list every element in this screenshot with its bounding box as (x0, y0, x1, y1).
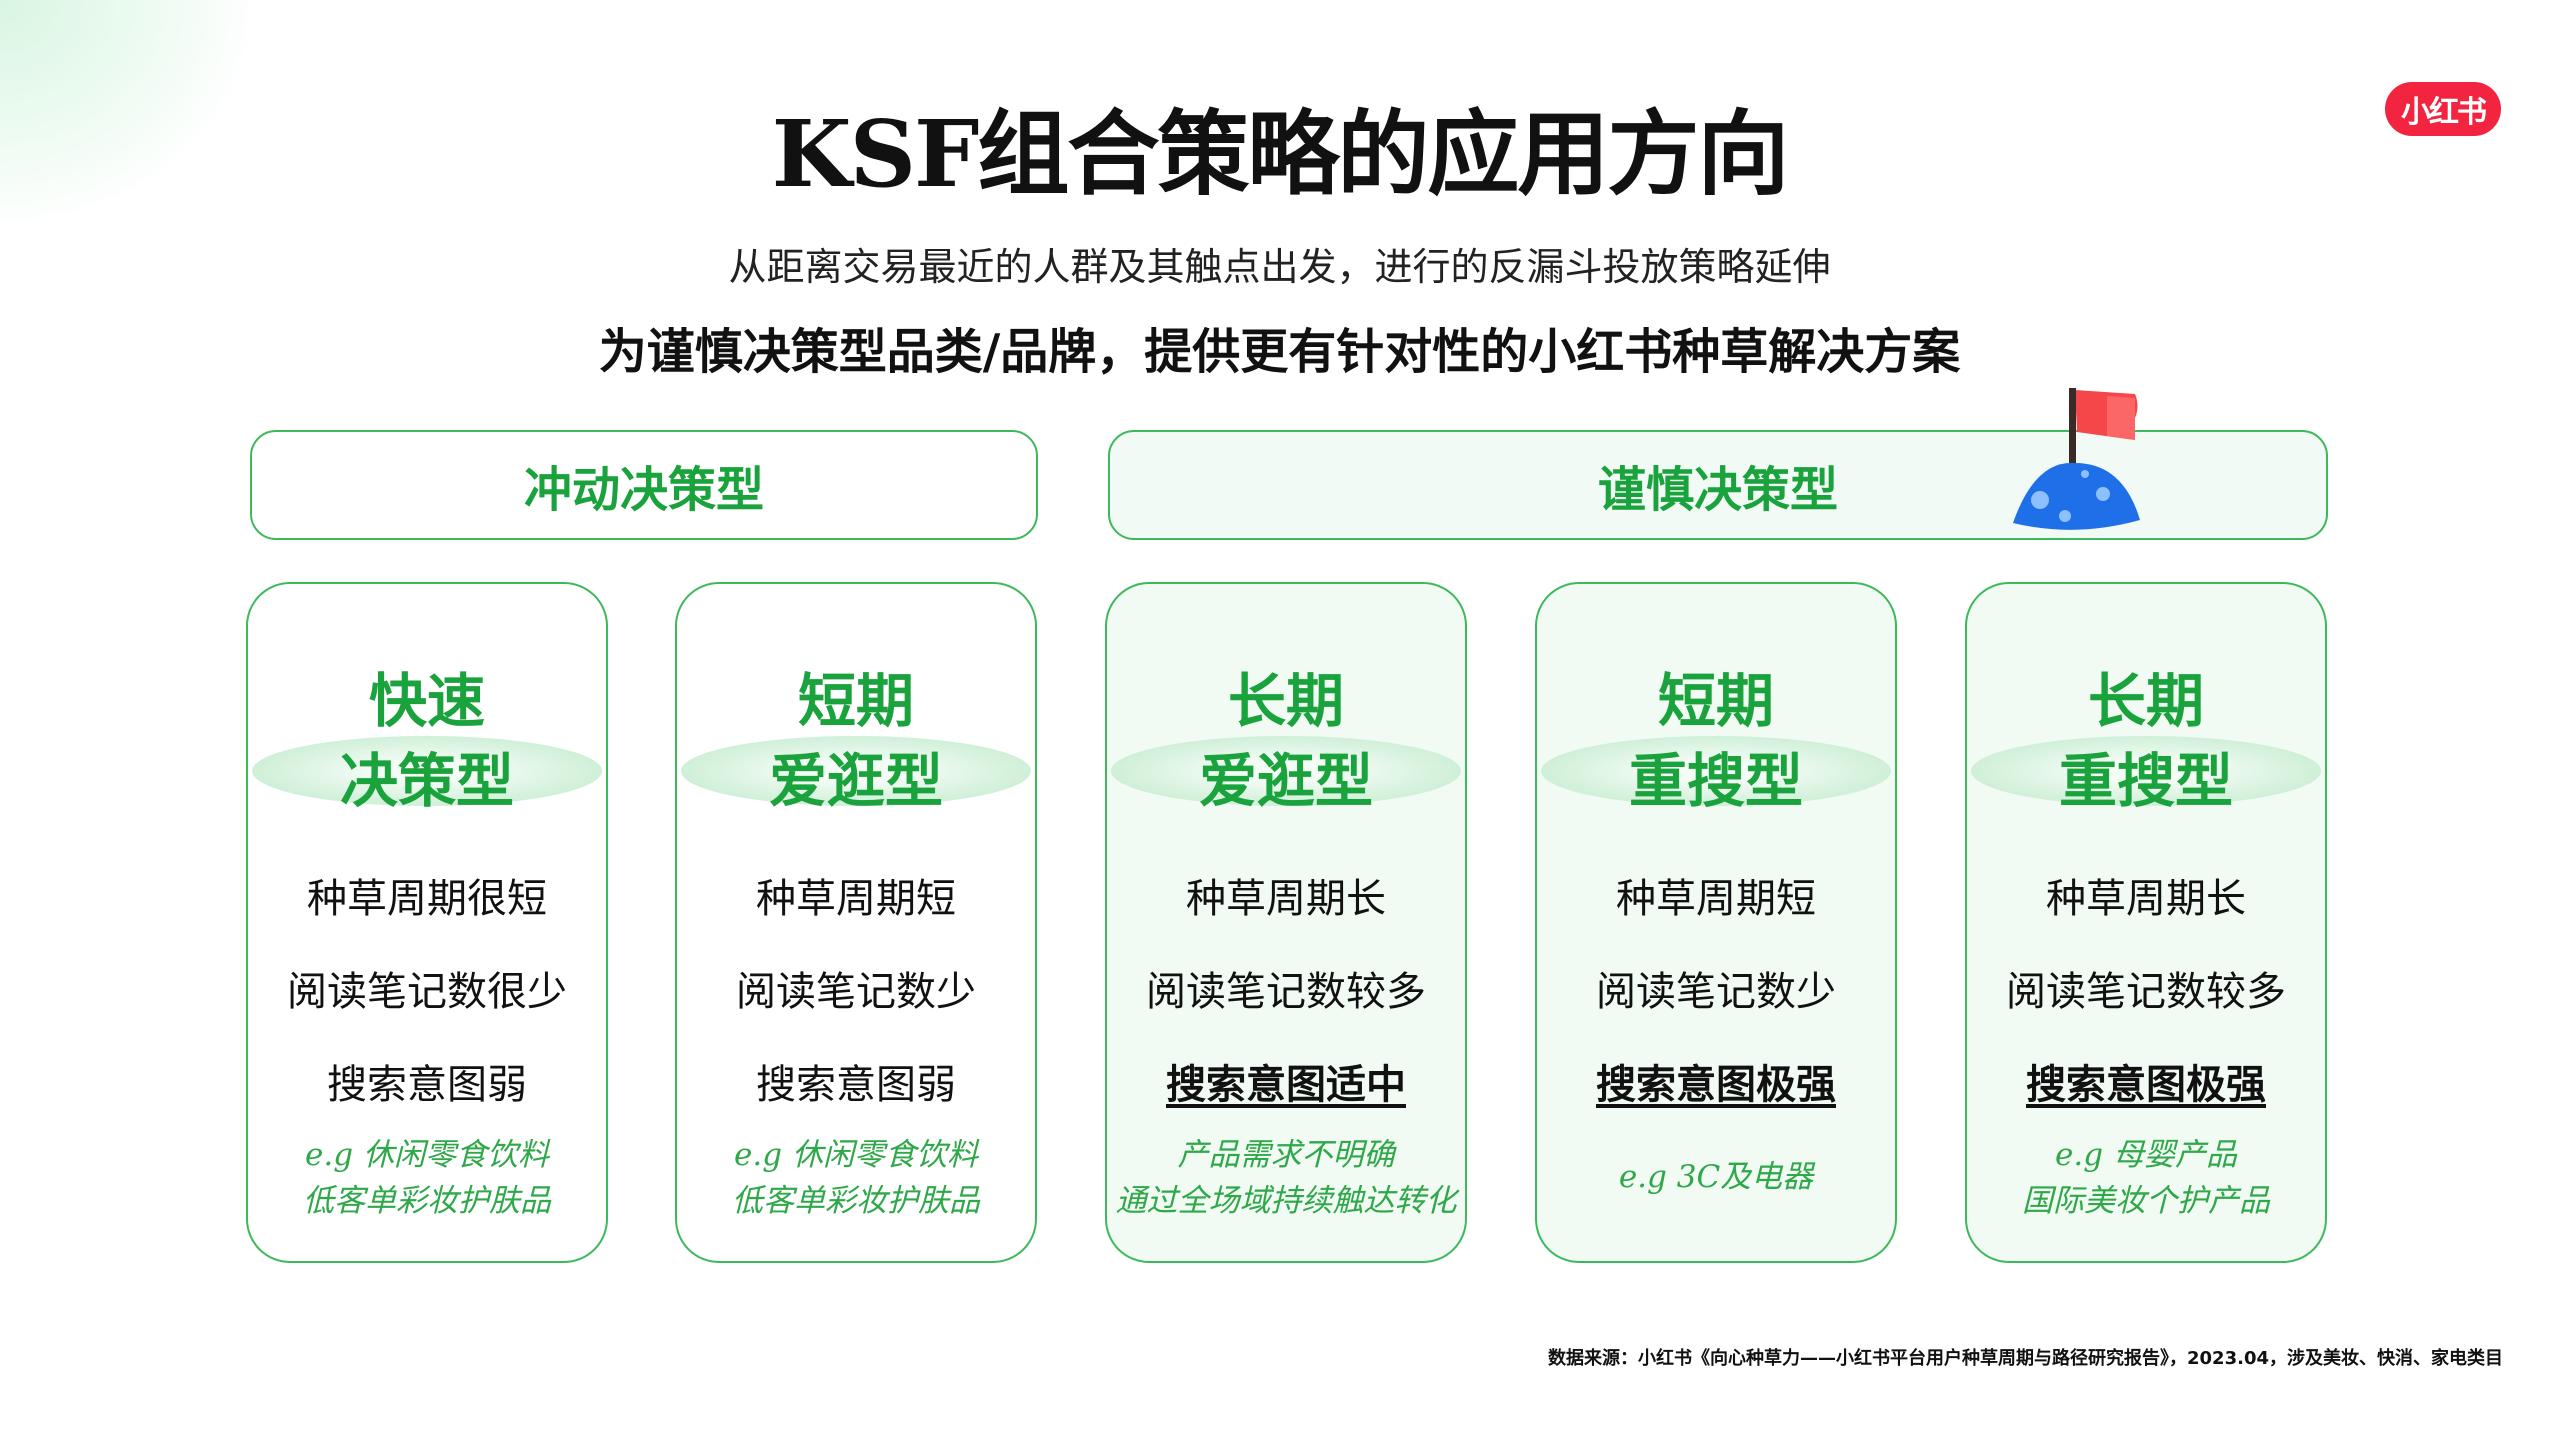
card-notes: 阅读笔记数较多 (1146, 969, 1426, 1015)
card-notes: 阅读笔记数较多 (2006, 969, 2286, 1015)
card-cycle: 种草周期短 (756, 876, 956, 922)
card-short-browse: 短期 爱逛型 种草周期短 阅读笔记数少 搜索意图弱 e.g 休闲零食饮料低客单彩… (675, 582, 1037, 1263)
card-notes: 阅读笔记数很少 (287, 969, 567, 1015)
card-cycle: 种草周期长 (2046, 876, 2246, 922)
card-notes: 阅读笔记数少 (736, 969, 976, 1015)
card-fast-decision: 快速 决策型 种草周期很短 阅读笔记数很少 搜索意图弱 e.g 休闲零食饮料低客… (246, 582, 608, 1263)
card-example: 通过全场域持续触达转化 (1115, 1183, 1457, 1219)
card-long-search: 长期 重搜型 种草周期长 阅读笔记数较多 搜索意图极强 e.g 母婴产品国际美妆… (1965, 582, 2327, 1263)
corner-decoration (0, 0, 270, 240)
card-title-line1: 短期 (797, 667, 914, 735)
flag-hill-icon (2013, 388, 2140, 530)
title-ellipse (1971, 736, 2321, 806)
title-ellipse (1111, 736, 1461, 806)
card-title-line1: 快速 (368, 667, 485, 735)
card-title-line2: 决策型 (339, 747, 514, 815)
card-example: 低客单彩妆护肤品 (303, 1183, 551, 1219)
card-search-intent: 搜索意图弱 (327, 1062, 527, 1108)
card-short-search: 短期 重搜型 种草周期短 阅读笔记数少 搜索意图极强 e.g 3C及电器 (1535, 582, 1897, 1263)
card-title-line1: 短期 (1657, 667, 1774, 735)
subtitle: 从距离交易最近的人群及其触点出发，进行的反漏斗投放策略延伸 (728, 245, 1831, 289)
card-cycle: 种草周期很短 (307, 876, 547, 922)
card-search-intent: 搜索意图适中 (1166, 1061, 1406, 1108)
card-notes: 阅读笔记数少 (1596, 969, 1836, 1015)
card-example: 国际美妆个护产品 (2022, 1183, 2270, 1219)
card-title-line2: 重搜型 (1628, 747, 1803, 815)
card-title-line2: 爱逛型 (768, 747, 943, 815)
card-search-intent: 搜索意图极强 (1596, 1061, 1836, 1108)
card-search-intent: 搜索意图极强 (2026, 1061, 2266, 1108)
card-search-intent: 搜索意图弱 (756, 1062, 956, 1108)
card-title-line1: 长期 (1227, 667, 1344, 735)
xiaohongshu-logo: 小红书 (2385, 82, 2501, 136)
card-cycle: 种草周期长 (1186, 876, 1386, 922)
card-example: e.g 休闲零食饮料 (305, 1137, 549, 1173)
card-example: e.g 3C及电器 (1618, 1159, 1814, 1195)
card-example: 低客单彩妆护肤品 (732, 1183, 980, 1219)
group-label: 谨慎决策型 (1597, 462, 1838, 518)
card-example: 产品需求不明确 (1177, 1137, 1395, 1173)
card-title-line2: 重搜型 (2058, 747, 2233, 815)
group-label: 冲动决策型 (523, 462, 764, 518)
card-title-line1: 长期 (2087, 667, 2204, 735)
card-long-browse: 长期 爱逛型 种草周期长 阅读笔记数较多 搜索意图适中 产品需求不明确通过全场域… (1105, 582, 1467, 1263)
group-impulsive: 冲动决策型 (250, 430, 1038, 540)
title-ellipse (1541, 736, 1891, 806)
card-cycle: 种草周期短 (1616, 876, 1816, 922)
card-example: e.g 休闲零食饮料 (734, 1137, 978, 1173)
data-source-footer: 数据来源：小红书《向心种草力——小红书平台用户种草周期与路径研究报告》，2023… (1548, 1348, 2503, 1369)
title-ellipse (681, 736, 1031, 806)
page-title: KSF组合策略的应用方向 (771, 100, 1790, 208)
card-example: e.g 母婴产品 (2055, 1137, 2237, 1173)
card-title-line2: 爱逛型 (1198, 747, 1373, 815)
subtitle-bold: 为谨慎决策型品类/品牌，提供更有针对性的小红书种草解决方案 (598, 324, 1961, 380)
title-ellipse (252, 736, 602, 806)
